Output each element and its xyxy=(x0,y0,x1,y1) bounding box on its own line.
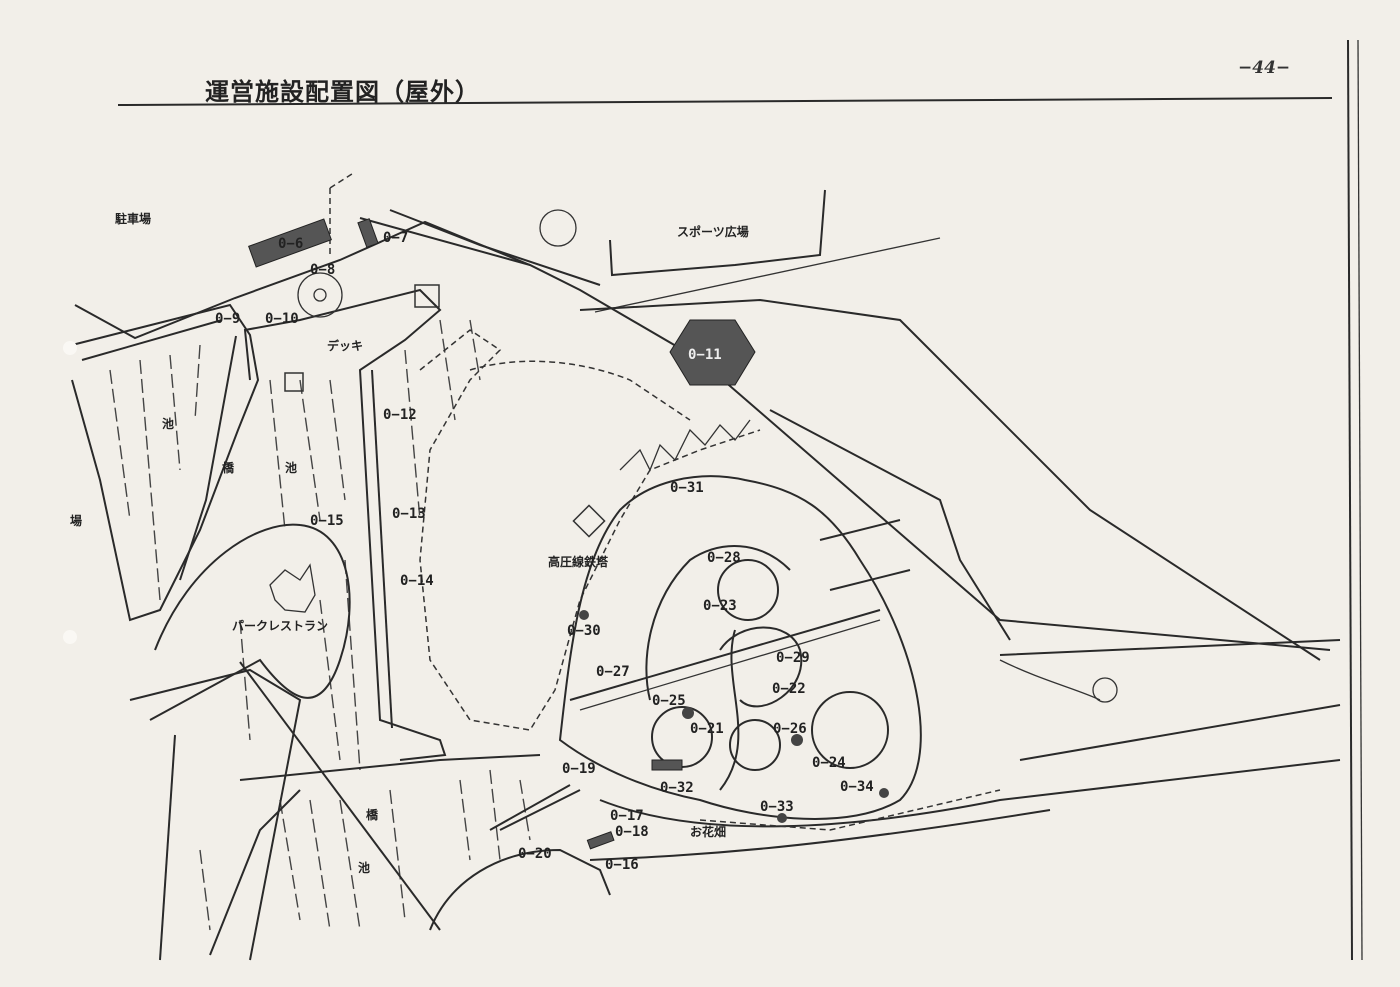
place-label-park-restaurant: パークレストラン xyxy=(232,619,328,633)
facility-labels: 0−6 0−7 0−8 0−9 0−10 0−11 0−12 0−13 0−14… xyxy=(215,230,874,873)
facility-label-o15: 0−15 xyxy=(310,513,344,529)
facility-label-o13: 0−13 xyxy=(392,506,426,522)
facility-label-o16: 0−16 xyxy=(605,857,639,873)
facility-label-o29: 0−29 xyxy=(776,650,810,666)
facility-label-o27: 0−27 xyxy=(596,664,630,680)
place-label-pond: 池 xyxy=(285,460,297,475)
place-label-parking: 駐車場 xyxy=(115,211,151,226)
place-label-deck: デッキ xyxy=(327,338,363,353)
facility-label-o23: 0−23 xyxy=(703,598,737,614)
title-rule xyxy=(117,97,1333,106)
facility-label-o7: 0−7 xyxy=(383,230,408,246)
facility-markers xyxy=(248,218,889,850)
facility-label-o8: 0−8 xyxy=(310,262,335,278)
facility-label-o28: 0−28 xyxy=(707,550,741,566)
place-label-pond: 池 xyxy=(358,860,370,875)
facility-label-o18: 0−18 xyxy=(615,824,649,840)
place-label-bridge: 橋 xyxy=(366,807,379,822)
place-labels: 駐車場 スポーツ広場 デッキ 池 橋 池 パークレストラン 高圧線鉄塔 お花畑 … xyxy=(70,211,749,875)
facility-label-o9: 0−9 xyxy=(215,311,240,327)
facility-label-o32: 0−32 xyxy=(660,780,694,796)
facility-label-o30: 0−30 xyxy=(567,623,601,639)
facility-label-o19: 0−19 xyxy=(562,761,596,777)
place-label-sports-plaza: スポーツ広場 xyxy=(677,224,749,239)
place-label-bridge: 橋 xyxy=(222,460,235,475)
facility-label-o10: 0−10 xyxy=(265,311,299,327)
punch-hole xyxy=(63,341,77,355)
facility-label-o33: 0−33 xyxy=(760,799,794,815)
facility-label-o21: 0−21 xyxy=(690,721,724,737)
facility-label-o12: 0−12 xyxy=(383,407,417,423)
right-border xyxy=(1347,39,1353,961)
facility-label-o14: 0−14 xyxy=(400,573,434,589)
facility-label-o20: 0−20 xyxy=(518,846,552,862)
facility-label-o22: 0−22 xyxy=(772,681,806,697)
facility-label-o24: 0−24 xyxy=(812,755,846,771)
facility-label-o6: 0−6 xyxy=(278,236,303,252)
facility-label-o34: 0−34 xyxy=(840,779,874,795)
place-label-flower-field: お花畑 xyxy=(690,824,726,839)
facility-label-o31: 0−31 xyxy=(670,480,704,496)
facility-label-o11: 0−11 xyxy=(688,347,722,363)
right-border-inner xyxy=(1357,39,1363,961)
punch-hole xyxy=(63,630,77,644)
facility-label-o25: 0−25 xyxy=(652,693,686,709)
place-label-pylon: 高圧線鉄塔 xyxy=(548,554,609,569)
place-label-pond: 池 xyxy=(162,416,174,431)
facility-label-o17: 0−17 xyxy=(610,808,644,824)
page-number: −44− xyxy=(1238,58,1291,78)
facility-label-o26: 0−26 xyxy=(773,721,807,737)
place-label-edge: 場 xyxy=(70,513,82,528)
page-title: 運営施設配置図（屋外） xyxy=(205,77,480,106)
map-lines xyxy=(71,171,1341,961)
